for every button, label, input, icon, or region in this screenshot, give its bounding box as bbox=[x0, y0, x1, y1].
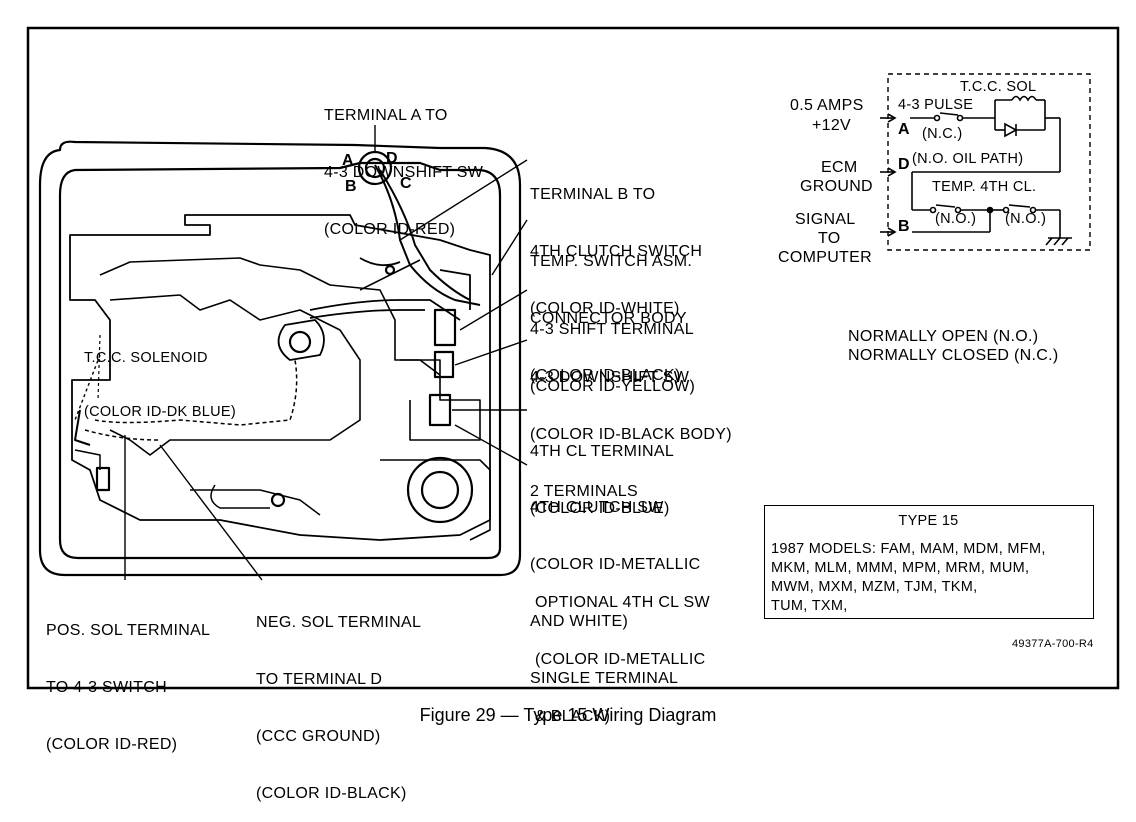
neg-sol-line-2: TO TERMINAL D bbox=[256, 671, 383, 688]
schematic-pin-b: B bbox=[898, 218, 910, 235]
downshift-line-2: (COLOR ID-BLACK BODY) bbox=[530, 426, 732, 443]
neg-sol-line-1: NEG. SOL TERMINAL bbox=[256, 614, 422, 631]
type-15-box: TYPE 15 1987 MODELS: FAM, MAM, MDM, MFM,… bbox=[764, 505, 1094, 619]
label-4th-cl-terminal: 4TH CL TERMINAL (COLOR ID-BLUE) bbox=[530, 404, 674, 537]
transmission-pan-outline bbox=[38, 140, 522, 577]
pos-sol-line-2: TO 4-3 SWITCH bbox=[46, 679, 167, 696]
neg-sol-line-3: (CCC GROUND) bbox=[256, 728, 381, 745]
terminal-a-line-2: 4-3 DOWNSHIFT SW bbox=[324, 164, 484, 181]
schematic-no-1: (N.O.) bbox=[935, 211, 977, 227]
diagram-border bbox=[26, 26, 1120, 690]
schematic-computer: COMPUTER bbox=[778, 249, 872, 266]
schematic-tcc-sol: T.C.C. SOL bbox=[960, 79, 1037, 95]
wiring-diagram-drawing bbox=[26, 26, 1120, 690]
schematic-ecm: ECM bbox=[821, 159, 858, 176]
label-43-downshift: 4-3 DOWNSHIFT SW (COLOR ID-BLACK BODY) 2… bbox=[530, 330, 732, 520]
label-optional-4th: OPTIONAL 4TH CL SW (COLOR ID-METALLIC & … bbox=[535, 555, 710, 745]
terminal-a-line-1: TERMINAL A TO bbox=[324, 107, 448, 124]
schematic-ground: GROUND bbox=[800, 178, 873, 195]
schematic-pulse: 4-3 PULSE bbox=[898, 97, 974, 113]
4th-clutch-line-4: SINGLE TERMINAL bbox=[530, 670, 679, 687]
pos-sol-line-3: (COLOR ID-RED) bbox=[46, 736, 178, 753]
schematic-no-oil: (N.O. OIL PATH) bbox=[912, 151, 1024, 167]
leader-lines bbox=[74, 125, 528, 581]
downshift-line-1: 4-3 DOWNSHIFT SW bbox=[530, 369, 690, 386]
temp-switch-line-2: CONNECTOR BODY bbox=[530, 310, 687, 327]
type-box-line-4: TUM, TXM, bbox=[771, 598, 848, 614]
label-pos-sol: POS. SOL TERMINAL TO 4-3 SWITCH (COLOR I… bbox=[46, 583, 210, 773]
label-temp-switch: TEMP. SWITCH ASM. CONNECTOR BODY (COLOR … bbox=[530, 214, 692, 404]
schematic-no-2: (N.O.) bbox=[1005, 211, 1047, 227]
terminal-b-line-2: 4TH CLUTCH SWITCH bbox=[530, 243, 703, 260]
4th-cl-line-1: 4TH CL TERMINAL bbox=[530, 443, 675, 460]
label-terminal-a: TERMINAL A TO 4-3 DOWNSHIFT SW (COLOR ID… bbox=[324, 68, 483, 258]
label-neg-sol: NEG. SOL TERMINAL TO TERMINAL D (CCC GRO… bbox=[256, 575, 421, 822]
type-box-line-2: MKM, MLM, MMM, MPM, MRM, MUM, bbox=[771, 560, 1030, 576]
schematic-signal: SIGNAL bbox=[795, 211, 856, 228]
connector-letter-c: C bbox=[400, 175, 412, 192]
type-box-line-3: MWM, MXM, MZM, TJM, TKM, bbox=[771, 579, 978, 595]
label-terminal-b: TERMINAL B TO 4TH CLUTCH SWITCH (COLOR I… bbox=[530, 147, 702, 337]
optional-line-2: (COLOR ID-METALLIC bbox=[535, 651, 706, 668]
schematic-temp-4th: TEMP. 4TH CL. bbox=[932, 179, 1037, 195]
shift-line-2: (COLOR ID-YELLOW) bbox=[530, 378, 696, 395]
schematic-circuit bbox=[880, 73, 1091, 251]
optional-line-1: OPTIONAL 4TH CL SW bbox=[535, 594, 710, 611]
label-tcc-solenoid: T.C.C. SOLENOID (COLOR ID-DK BLUE) bbox=[84, 313, 236, 439]
schematic-amps: 0.5 AMPS bbox=[790, 97, 864, 114]
type-box-title: TYPE 15 bbox=[898, 513, 959, 529]
terminal-b-line-1: TERMINAL B TO bbox=[530, 186, 656, 203]
4th-clutch-line-2: (COLOR ID-METALLIC bbox=[530, 556, 701, 573]
schematic-nc: (N.C.) bbox=[922, 126, 963, 142]
pos-sol-line-1: POS. SOL TERMINAL bbox=[46, 622, 211, 639]
temp-switch-line-1: TEMP. SWITCH ASM. bbox=[530, 253, 693, 270]
connector-letter-b: B bbox=[345, 178, 357, 195]
type-box-line-1: 1987 MODELS: FAM, MAM, MDM, MFM, bbox=[771, 541, 1046, 557]
4th-cl-line-2: (COLOR ID-BLUE) bbox=[530, 500, 670, 517]
downshift-line-3: 2 TERMINALS bbox=[530, 483, 638, 500]
4th-clutch-line-1: 4TH CLUTCH SW bbox=[530, 499, 664, 516]
part-number: 49377A-700-R4 bbox=[1012, 638, 1094, 650]
legend-normally-open: NORMALLY OPEN (N.O.) bbox=[848, 328, 1039, 345]
connector-letter-d: D bbox=[386, 150, 398, 167]
label-4th-clutch-sw: 4TH CLUTCH SW (COLOR ID-METALLIC AND WHI… bbox=[530, 460, 700, 707]
temp-switch-line-3: (COLOR ID-BLACK) bbox=[530, 367, 681, 384]
terminal-a-line-3: (COLOR ID-RED) bbox=[324, 221, 456, 238]
label-43-shift: 4-3 SHIFT TERMINAL (COLOR ID-YELLOW) bbox=[530, 282, 695, 415]
connector-letter-a: A bbox=[342, 152, 354, 169]
tcc-line-1: T.C.C. SOLENOID bbox=[84, 350, 208, 366]
schematic-to: TO bbox=[818, 230, 841, 247]
shift-line-1: 4-3 SHIFT TERMINAL bbox=[530, 321, 694, 338]
figure-caption: Figure 29 — Type 15 Wiring Diagram bbox=[419, 705, 717, 725]
legend-normally-closed: NORMALLY CLOSED (N.C.) bbox=[848, 347, 1059, 364]
4th-clutch-line-3: AND WHITE) bbox=[530, 613, 629, 630]
schematic-pin-a: A bbox=[898, 121, 910, 138]
schematic-pin-d: D bbox=[898, 156, 910, 173]
terminal-b-line-3: (COLOR ID-WHITE) bbox=[530, 300, 680, 317]
neg-sol-line-4: (COLOR ID-BLACK) bbox=[256, 785, 407, 802]
tcc-line-2: (COLOR ID-DK BLUE) bbox=[84, 404, 237, 420]
optional-line-3: & BLACK) bbox=[535, 708, 611, 725]
schematic-volts: +12V bbox=[812, 117, 852, 134]
